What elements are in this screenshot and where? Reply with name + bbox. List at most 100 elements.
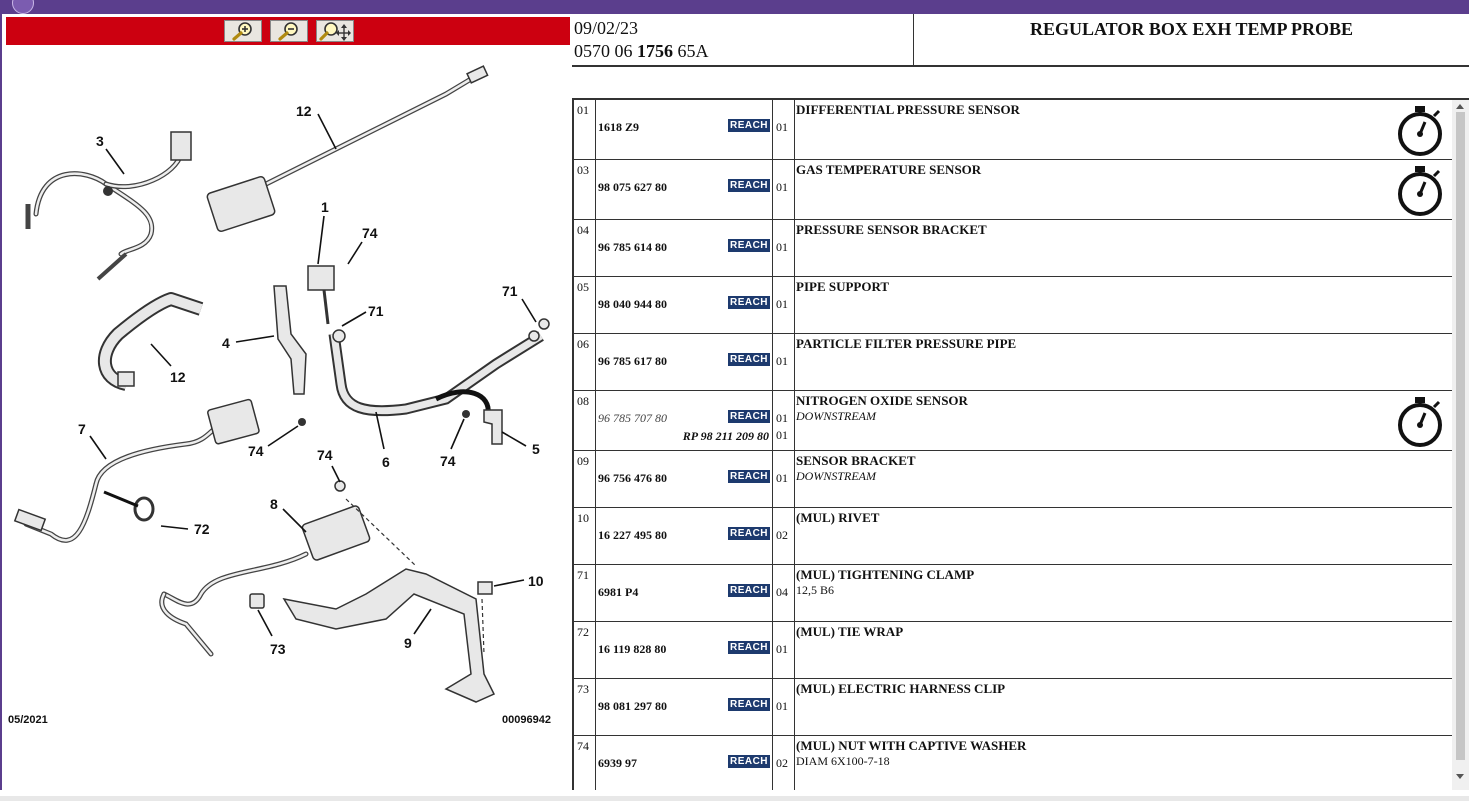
reach-badge[interactable]: REACH xyxy=(728,527,770,540)
window-title-bar xyxy=(0,0,1469,14)
part-number[interactable]: 96 785 617 80 xyxy=(598,354,667,368)
stopwatch-icon[interactable] xyxy=(1396,162,1446,218)
row-part-cell: 98 040 944 80 REACH xyxy=(596,277,773,333)
quantity: 01 xyxy=(776,240,788,254)
part-number[interactable]: 98 075 627 80 xyxy=(598,180,667,194)
header-ref-bold: 1756 xyxy=(637,41,673,61)
row-part-cell: 98 075 627 80 REACH xyxy=(596,160,773,219)
page-title: REGULATOR BOX EXH TEMP PROBE xyxy=(1029,19,1354,39)
header-reference: 0570 06 1756 65A xyxy=(574,41,709,62)
reach-badge[interactable]: REACH xyxy=(728,410,770,423)
part-description: DIFFERENTIAL PRESSURE SENSOR xyxy=(796,102,1020,117)
header-subbar xyxy=(572,67,1469,100)
row-qty-cell: 01 xyxy=(773,160,795,219)
part-number[interactable]: 6939 97 xyxy=(598,756,637,770)
callout-9: 9 xyxy=(404,635,412,651)
diagram-part-73[interactable] xyxy=(249,593,265,609)
zoom-in-button[interactable] xyxy=(224,20,262,42)
callout-8: 8 xyxy=(270,496,278,512)
replacement-part-number[interactable]: RP 98 211 209 80 xyxy=(682,429,769,443)
part-description: (MUL) TIGHTENING CLAMP xyxy=(796,567,975,582)
row-description-cell: (MUL) RIVET xyxy=(795,508,1452,564)
reach-badge[interactable]: REACH xyxy=(728,296,770,309)
part-number[interactable]: 96 785 614 80 xyxy=(598,240,667,254)
diagram-part-1[interactable] xyxy=(307,265,335,325)
diagram-part-72[interactable] xyxy=(133,496,155,522)
diagram-part-3[interactable] xyxy=(25,131,192,281)
quantity: 01 xyxy=(776,297,788,311)
diagram-part-4[interactable] xyxy=(273,285,307,426)
reach-badge[interactable]: REACH xyxy=(728,179,770,192)
diagram-part-5[interactable] xyxy=(462,409,503,445)
reach-badge[interactable]: REACH xyxy=(728,641,770,654)
reach-badge[interactable]: REACH xyxy=(728,353,770,366)
part-number[interactable]: 98 081 297 80 xyxy=(598,699,667,713)
part-number[interactable]: 16 227 495 80 xyxy=(598,528,667,542)
reach-badge[interactable]: REACH xyxy=(728,119,770,132)
row-index: 08 xyxy=(574,391,596,450)
diagram-part-7[interactable] xyxy=(13,398,260,543)
header-ref-prefix: 0570 06 xyxy=(574,41,633,61)
reach-badge[interactable]: REACH xyxy=(728,239,770,252)
exploded-parts-diagram[interactable]: 12 3 1 74 71 71 4 12 6 5 74 74 7 xyxy=(6,54,572,709)
part-number[interactable]: 96 756 476 80 xyxy=(598,471,667,485)
callout-5: 5 xyxy=(532,441,540,457)
part-number[interactable]: 6981 P4 xyxy=(598,585,639,599)
scroll-thumb[interactable] xyxy=(1456,112,1465,760)
callout-71-mid: 71 xyxy=(368,303,384,319)
bottom-shade xyxy=(0,796,1469,801)
part-number[interactable]: 98 040 944 80 xyxy=(598,297,667,311)
row-description-cell: DIFFERENTIAL PRESSURE SENSOR xyxy=(795,100,1452,159)
zoom-out-button[interactable] xyxy=(270,20,308,42)
diagram-part-9[interactable] xyxy=(282,498,496,703)
row-description-cell: PARTICLE FILTER PRESSURE PIPE xyxy=(795,334,1452,390)
reach-badge[interactable]: REACH xyxy=(728,755,770,768)
row-description-cell: (MUL) ELECTRIC HARNESS CLIP xyxy=(795,679,1452,735)
zoom-in-icon xyxy=(232,22,252,41)
diagram-part-8[interactable] xyxy=(159,480,371,657)
part-number[interactable]: 16 119 828 80 xyxy=(598,642,667,656)
stopwatch-icon[interactable] xyxy=(1396,102,1446,158)
scroll-up-arrow-icon[interactable] xyxy=(1456,104,1464,109)
quantity-2: 01 xyxy=(776,428,788,442)
reach-badge[interactable]: REACH xyxy=(728,470,770,483)
diagram-part-10[interactable] xyxy=(477,581,493,595)
row-part-cell: 96 785 614 80 REACH xyxy=(596,220,773,276)
part-number[interactable]: 96 785 707 80 xyxy=(598,411,667,425)
row-part-cell: 6939 97 REACH xyxy=(596,736,773,790)
scroll-down-arrow-icon[interactable] xyxy=(1456,774,1464,779)
reach-badge[interactable]: REACH xyxy=(728,698,770,711)
callout-74-top: 74 xyxy=(362,225,378,241)
diagram-part-12[interactable] xyxy=(206,65,489,233)
callout-74-left: 74 xyxy=(248,443,264,459)
quantity: 04 xyxy=(776,585,788,599)
zoom-toolbar xyxy=(6,17,570,45)
zoom-pan-button[interactable] xyxy=(316,20,354,42)
reach-badge[interactable]: REACH xyxy=(728,584,770,597)
row-index: 74 xyxy=(574,736,596,790)
diagram-part-11[interactable] xyxy=(97,292,204,391)
quantity: 02 xyxy=(776,528,788,542)
diagram-part-6[interactable] xyxy=(328,318,550,417)
stopwatch-icon[interactable] xyxy=(1396,393,1446,449)
quantity: 02 xyxy=(776,756,788,770)
callout-73: 73 xyxy=(270,641,286,657)
parts-table-scrollbar[interactable] xyxy=(1452,100,1469,790)
row-qty-cell: 01 xyxy=(773,277,795,333)
part-number[interactable]: 1618 Z9 xyxy=(598,120,640,134)
diagram-number: 00096942 xyxy=(502,714,551,726)
